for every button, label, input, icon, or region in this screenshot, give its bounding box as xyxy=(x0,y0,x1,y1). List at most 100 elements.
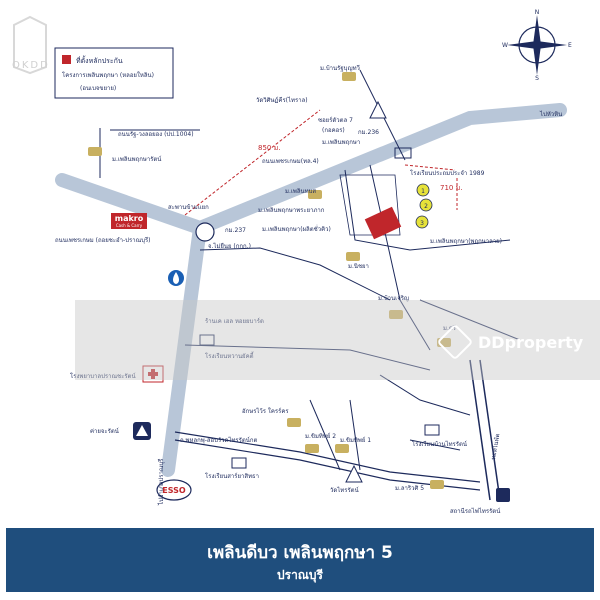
house-icon xyxy=(437,338,451,347)
label-km236: กม.236 xyxy=(358,129,379,136)
house-icon xyxy=(88,147,102,156)
school-icon xyxy=(394,147,412,159)
esso-logo: ESSO xyxy=(156,479,192,501)
road-thin-6 xyxy=(199,247,391,301)
banner-title: เพลินดีบว เพลินพฤกษา 5 xyxy=(207,543,393,563)
label-soi-7: ซอยร์ตัวตล 7 xyxy=(318,116,353,124)
title-banner: เพลินดีบว เพลินพฤกษา 5 ปราณบุรี xyxy=(6,528,594,592)
label-tv: อักษรไว้ร ใครร์คร xyxy=(242,407,289,415)
train-icon xyxy=(496,488,510,502)
road-thin-10 xyxy=(379,374,471,416)
label-hospital: โรงพยาบาลปราณชะรัตน์ xyxy=(70,372,136,380)
highway-vertical xyxy=(161,221,207,477)
house-icon xyxy=(308,190,322,199)
label-moo-pl2: ม.เพลินพฤกษาพระยาภาก xyxy=(258,207,325,214)
road-thin-8 xyxy=(419,299,521,341)
svg-text:Cash & Carry: Cash & Carry xyxy=(116,223,143,228)
label-moo-pluak: ม.เพลินพฤกษารัตน์ xyxy=(112,155,161,163)
railway-line xyxy=(479,359,501,501)
camp-icon xyxy=(133,422,151,440)
label-shop: ร้านเค เฮล หอยยบาร์ด xyxy=(205,317,264,325)
label-road-bottom: ถ.พหลกพุ-สอบรัวดไทรรัตน์กต xyxy=(180,436,257,444)
highway-phetkasem xyxy=(55,103,567,236)
label-bridge: สะพานข้ามแยก xyxy=(168,204,209,211)
label-moo-ban-charoen: ม.บ้านเจริญ xyxy=(378,295,409,302)
road-thin-4 xyxy=(359,69,381,111)
label-wat2: วัดไทรรัตน์ xyxy=(330,486,359,494)
label-road-pet: ถนนเพชรเกษม (ถอยชะอำ-ปราณบุรี) xyxy=(55,236,151,244)
road-bottom-2 xyxy=(174,431,481,483)
road-thin-11 xyxy=(309,399,341,471)
label-moo-pl3: ม.เพลินพฤกษา(ผลิตชั่วคิว) xyxy=(262,225,331,233)
label-moo-plearn: ม.เพลินพฤกษา xyxy=(322,139,360,146)
svg-text:ที่ตั้งหลักประกัน: ที่ตั้งหลักประกัน xyxy=(76,54,123,65)
road-thin-5 xyxy=(344,169,511,251)
watermark-band xyxy=(75,300,600,380)
label-camp: ค่ายจะรัตน์ xyxy=(90,427,119,435)
label-moo-sri1: ม.ขิมทิพย์ 1 xyxy=(340,436,371,444)
label-school: โรงเรียนประถมประจำ 1989 xyxy=(410,169,485,177)
svg-text:N: N xyxy=(535,9,540,16)
label-school3: โรงเรียนบ้านไทรรัตน์ xyxy=(412,440,467,448)
house-icon xyxy=(305,444,319,453)
house-icon xyxy=(335,444,349,453)
label-school2: โรงเรียนหวานยัคตี้ xyxy=(205,350,255,360)
label-pranburi: ไปอำเภอปราณบุรี xyxy=(157,458,165,506)
house-icon xyxy=(389,310,403,319)
school-icon xyxy=(424,424,440,436)
label-moo-nid: ม.นิชยา xyxy=(348,263,369,270)
label-moo-b: ม.เพลินทบส xyxy=(285,188,316,195)
label-wat-khlong: วัดวิศิษฏ์คีร(ไทราล) xyxy=(256,96,308,104)
label-school4: โรงเรียนสาร์ยาสิทธา xyxy=(205,472,259,480)
label-moo-pl4: ม.เพลินพฤกษา(พฤกษาลาย) xyxy=(430,238,502,245)
svg-text:ESSO: ESSO xyxy=(162,486,186,495)
distance-line-850 xyxy=(184,109,321,216)
house-icon xyxy=(342,72,356,81)
legend-box: ที่ตั้งหลักประกัน โครงการเพลินพฤกษา (หลอ… xyxy=(54,47,174,99)
ddproperty-logo-icon xyxy=(436,323,474,361)
svg-text:makro: makro xyxy=(115,214,144,223)
project-circle-3 xyxy=(415,215,429,229)
label-huahin: ไปหัวหิน xyxy=(539,110,562,118)
label-ram-wai: ถนนรัฐ-วงลอยอง (ปป.1004) xyxy=(118,131,194,138)
svg-text:S: S xyxy=(535,75,539,82)
label-moo-kri: ม.ลาริวศิ 5 xyxy=(395,485,424,492)
svg-text:(อนเบจขยาย): (อนเบจขยาย) xyxy=(80,85,116,92)
project-circle-2-label: 2 xyxy=(424,203,428,210)
banner-subtitle: ปราณบุรี xyxy=(277,568,323,582)
house-icon xyxy=(346,252,360,261)
okdd-logo-icon xyxy=(13,15,47,75)
school-icon xyxy=(231,457,247,469)
hospital-icon xyxy=(142,365,164,383)
road-thin-7 xyxy=(369,164,431,351)
label-ban-ruen: ม.บ้านรัฐบุญทวี xyxy=(320,64,360,72)
label-station: สถานีรถไฟไทรรัตน์ xyxy=(450,507,500,515)
label-moo-sri: ม.ศรี xyxy=(443,324,457,332)
road-thin-12 xyxy=(349,399,361,471)
temple-icon xyxy=(345,464,363,483)
label-distance-850: 850 ม. xyxy=(258,144,280,152)
school-icon xyxy=(199,334,215,346)
project-circle-1 xyxy=(416,183,430,197)
makro-logo: makro Cash & Carry xyxy=(111,213,147,229)
compass-icon: N E W S xyxy=(502,9,572,82)
gas-station-icon xyxy=(168,270,184,286)
svg-text:W: W xyxy=(502,42,508,49)
label-road4: ถนนเพชรเกษม(ทล.4) xyxy=(262,158,319,165)
svg-text:E: E xyxy=(568,42,572,49)
project-outline xyxy=(339,174,401,236)
road-right-vertical xyxy=(469,359,491,501)
project-circle-3-label: 3 xyxy=(420,220,424,227)
ddproperty-watermark: DDproperty xyxy=(436,323,590,361)
location-marker xyxy=(364,206,402,240)
svg-text:โครงการเพลินพฤกษา (หลอยใหลิน): โครงการเพลินพฤกษา (หลอยใหลิน) xyxy=(62,71,154,79)
label-soi-7b: (กอคอร) xyxy=(322,127,345,134)
roundabout xyxy=(195,222,215,242)
okdd-watermark: OKDD xyxy=(12,60,50,71)
house-icon xyxy=(287,418,301,427)
label-moo-sri2: ม.ขิมทิพย์ 2 xyxy=(305,432,336,440)
distance-line-710b xyxy=(404,164,456,171)
label-distance-710: 710 ม. xyxy=(440,184,462,192)
